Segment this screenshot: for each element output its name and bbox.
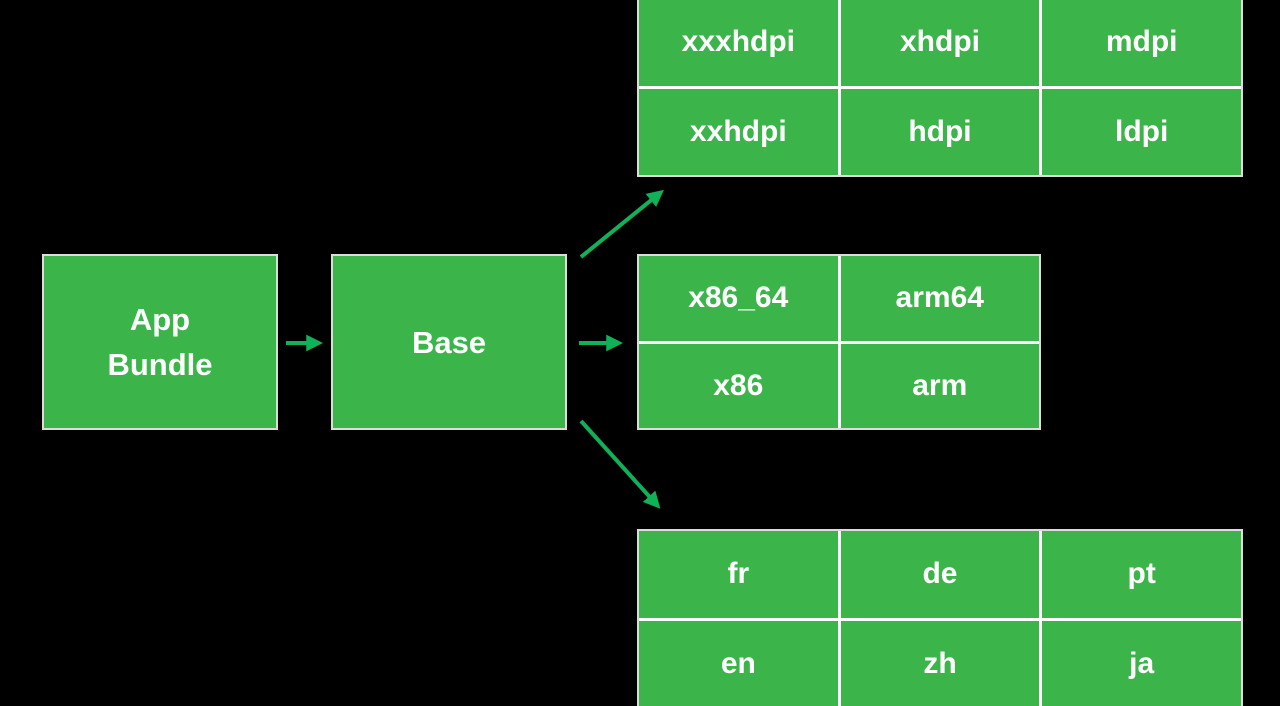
node-base: Base [331,254,567,430]
arrow-base-to-density [579,189,664,259]
language-table: fr de pt en zh ja [637,529,1243,706]
node-base-label: Base [411,324,487,360]
language-cell-de: de [840,531,1040,618]
node-app-bundle-label-line1: App [129,302,191,337]
density-cell-ldpi: ldpi [1042,88,1241,175]
abi-cell-arm: arm [840,343,1039,428]
density-cell-xhdpi: xhdpi [840,0,1040,86]
abi-cell-arm64: arm64 [840,256,1039,341]
language-cell-zh: zh [840,620,1040,706]
language-cell-fr: fr [639,531,838,618]
language-cell-en: en [639,620,838,706]
language-cell-pt: pt [1042,531,1241,618]
density-table: xxxhdpi xhdpi mdpi xxhdpi hdpi ldpi [637,0,1243,177]
density-cell-hdpi: hdpi [840,88,1040,175]
arrow-base-to-language [579,419,661,509]
abi-cell-x86-64: x86_64 [639,256,838,341]
abi-cell-x86: x86 [639,343,838,428]
node-app-bundle-label-line2: Bundle [107,347,213,382]
abi-table: x86_64 arm64 x86 arm [637,254,1041,430]
density-cell-xxhdpi: xxhdpi [639,88,838,175]
density-cell-xxxhdpi: xxxhdpi [639,0,838,86]
language-cell-ja: ja [1042,620,1241,706]
node-app-bundle: App Bundle [42,254,278,430]
density-cell-mdpi: mdpi [1042,0,1241,86]
